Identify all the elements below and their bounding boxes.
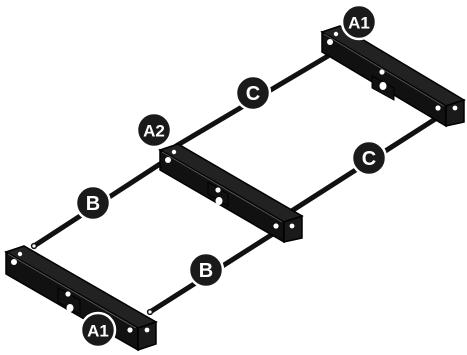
bracket-a1-top — [320, 25, 466, 128]
callout-a1-top: A1 — [340, 3, 378, 41]
callout-b-upper: B — [74, 184, 112, 222]
bracket-a2-middle — [158, 143, 304, 244]
svg-text:A1: A1 — [348, 14, 370, 33]
svg-text:A1: A1 — [87, 322, 109, 341]
svg-text:B: B — [199, 260, 213, 282]
callout-a1-bottom: A1 — [79, 311, 117, 349]
callout-a2-mid: A2 — [135, 111, 173, 149]
callout-c-upper: C — [234, 74, 272, 112]
svg-text:B: B — [86, 193, 100, 215]
svg-text:C: C — [362, 148, 376, 170]
callout-b-lower: B — [187, 251, 225, 289]
callout-c-lower: C — [350, 139, 388, 177]
svg-text:A2: A2 — [143, 122, 165, 141]
svg-text:C: C — [246, 83, 260, 105]
